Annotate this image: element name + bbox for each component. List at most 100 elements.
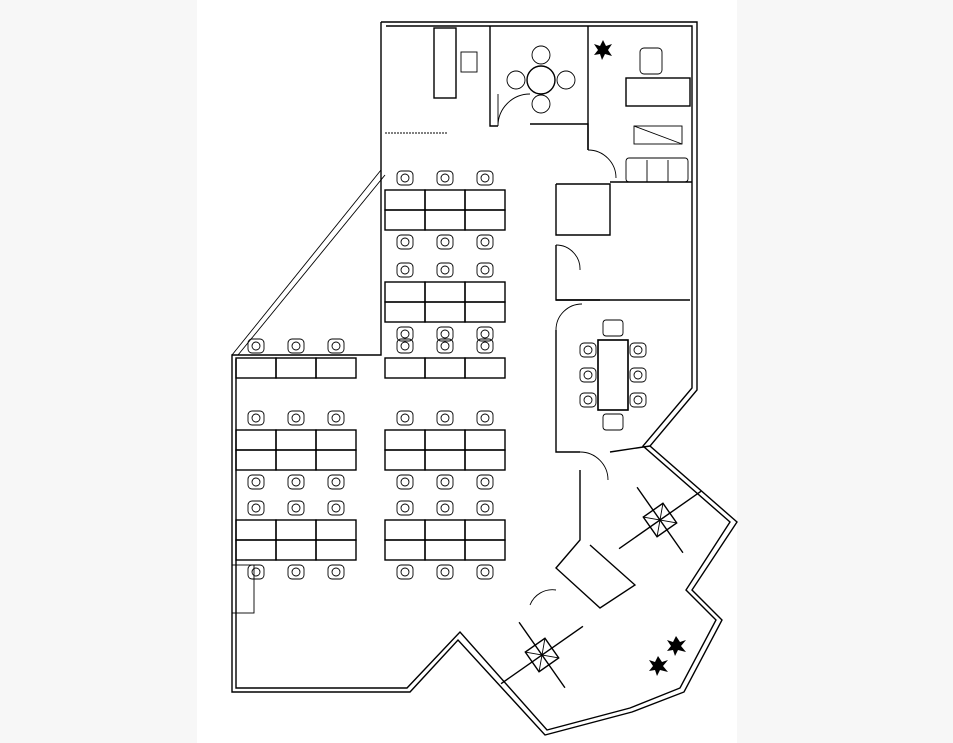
chair-icon bbox=[436, 262, 454, 278]
chair-icon bbox=[396, 338, 414, 354]
desk bbox=[384, 189, 426, 211]
desk bbox=[464, 519, 506, 541]
chair-icon bbox=[287, 410, 305, 426]
chair-icon bbox=[476, 564, 494, 580]
chair-icon bbox=[476, 410, 494, 426]
desk bbox=[464, 429, 506, 451]
chair-icon bbox=[436, 170, 454, 186]
chair-icon bbox=[287, 338, 305, 354]
chair-icon bbox=[396, 234, 414, 250]
desk bbox=[275, 449, 317, 471]
desk bbox=[315, 429, 357, 451]
workstation-cluster bbox=[235, 338, 357, 379]
desk bbox=[464, 539, 506, 561]
chair-icon bbox=[436, 410, 454, 426]
chair-icon bbox=[476, 326, 494, 342]
desk bbox=[384, 281, 426, 303]
desk bbox=[275, 429, 317, 451]
desk bbox=[464, 209, 506, 231]
chair-icon bbox=[436, 338, 454, 354]
chair-icon bbox=[247, 338, 265, 354]
desk bbox=[464, 281, 506, 303]
desk bbox=[275, 519, 317, 541]
workstation-cluster bbox=[235, 500, 357, 580]
chair-icon bbox=[436, 474, 454, 490]
chair-icon bbox=[476, 474, 494, 490]
desk bbox=[464, 301, 506, 323]
manager-office bbox=[594, 40, 691, 183]
chair-icon bbox=[436, 500, 454, 516]
workstation-cluster bbox=[235, 410, 357, 490]
desk bbox=[315, 357, 357, 379]
chair-icon bbox=[396, 326, 414, 342]
chair-icon bbox=[579, 367, 597, 383]
desk bbox=[464, 357, 506, 379]
chair-icon bbox=[287, 564, 305, 580]
chair-icon bbox=[287, 500, 305, 516]
desk bbox=[384, 209, 426, 231]
corner-offices bbox=[500, 486, 702, 689]
desk bbox=[424, 281, 466, 303]
reception-area bbox=[385, 27, 478, 134]
desk bbox=[275, 539, 317, 561]
chair-icon bbox=[287, 474, 305, 490]
chair-icon bbox=[476, 338, 494, 354]
chair-icon bbox=[629, 342, 647, 358]
chair-icon bbox=[476, 170, 494, 186]
desk bbox=[464, 189, 506, 211]
workstation-clusters bbox=[235, 170, 506, 580]
desk bbox=[384, 429, 426, 451]
chair-icon bbox=[436, 326, 454, 342]
chair-icon bbox=[629, 392, 647, 408]
drawing-sheet bbox=[197, 0, 737, 743]
chair-icon bbox=[247, 410, 265, 426]
desk bbox=[424, 429, 466, 451]
chair-icon bbox=[396, 474, 414, 490]
workstation-cluster bbox=[384, 338, 506, 379]
desk bbox=[464, 449, 506, 471]
desk bbox=[384, 357, 426, 379]
chair-icon bbox=[247, 564, 265, 580]
chair-icon bbox=[396, 500, 414, 516]
desk bbox=[315, 539, 357, 561]
chair-icon bbox=[396, 262, 414, 278]
chair-icon bbox=[476, 262, 494, 278]
desk bbox=[424, 209, 466, 231]
desk bbox=[424, 449, 466, 471]
interior-walls bbox=[231, 26, 692, 614]
desk bbox=[384, 301, 426, 323]
desk bbox=[424, 357, 466, 379]
chair-icon bbox=[396, 170, 414, 186]
desk bbox=[235, 429, 277, 451]
chair-icon bbox=[436, 234, 454, 250]
desk bbox=[384, 449, 426, 471]
chair-icon bbox=[327, 410, 345, 426]
desk bbox=[424, 301, 466, 323]
chair-icon bbox=[579, 342, 597, 358]
desk bbox=[235, 519, 277, 541]
desk bbox=[315, 519, 357, 541]
chair-icon bbox=[476, 234, 494, 250]
desk bbox=[315, 449, 357, 471]
workstation-cluster bbox=[384, 500, 506, 580]
desk bbox=[424, 189, 466, 211]
chair-icon bbox=[327, 338, 345, 354]
workstation-cluster bbox=[384, 262, 506, 342]
chair-icon bbox=[247, 500, 265, 516]
desk bbox=[235, 357, 277, 379]
chair-icon bbox=[579, 392, 597, 408]
chair-icon bbox=[629, 367, 647, 383]
desk bbox=[275, 357, 317, 379]
desk bbox=[384, 539, 426, 561]
chair-icon bbox=[396, 410, 414, 426]
chair-icon bbox=[396, 564, 414, 580]
chair-icon bbox=[436, 564, 454, 580]
meeting-room-round-table bbox=[506, 45, 576, 114]
outer-walls bbox=[231, 21, 738, 736]
chair-icon bbox=[327, 474, 345, 490]
conference-room bbox=[579, 319, 647, 431]
chair-icon bbox=[476, 500, 494, 516]
chair-icon bbox=[327, 564, 345, 580]
workstation-cluster bbox=[384, 410, 506, 490]
